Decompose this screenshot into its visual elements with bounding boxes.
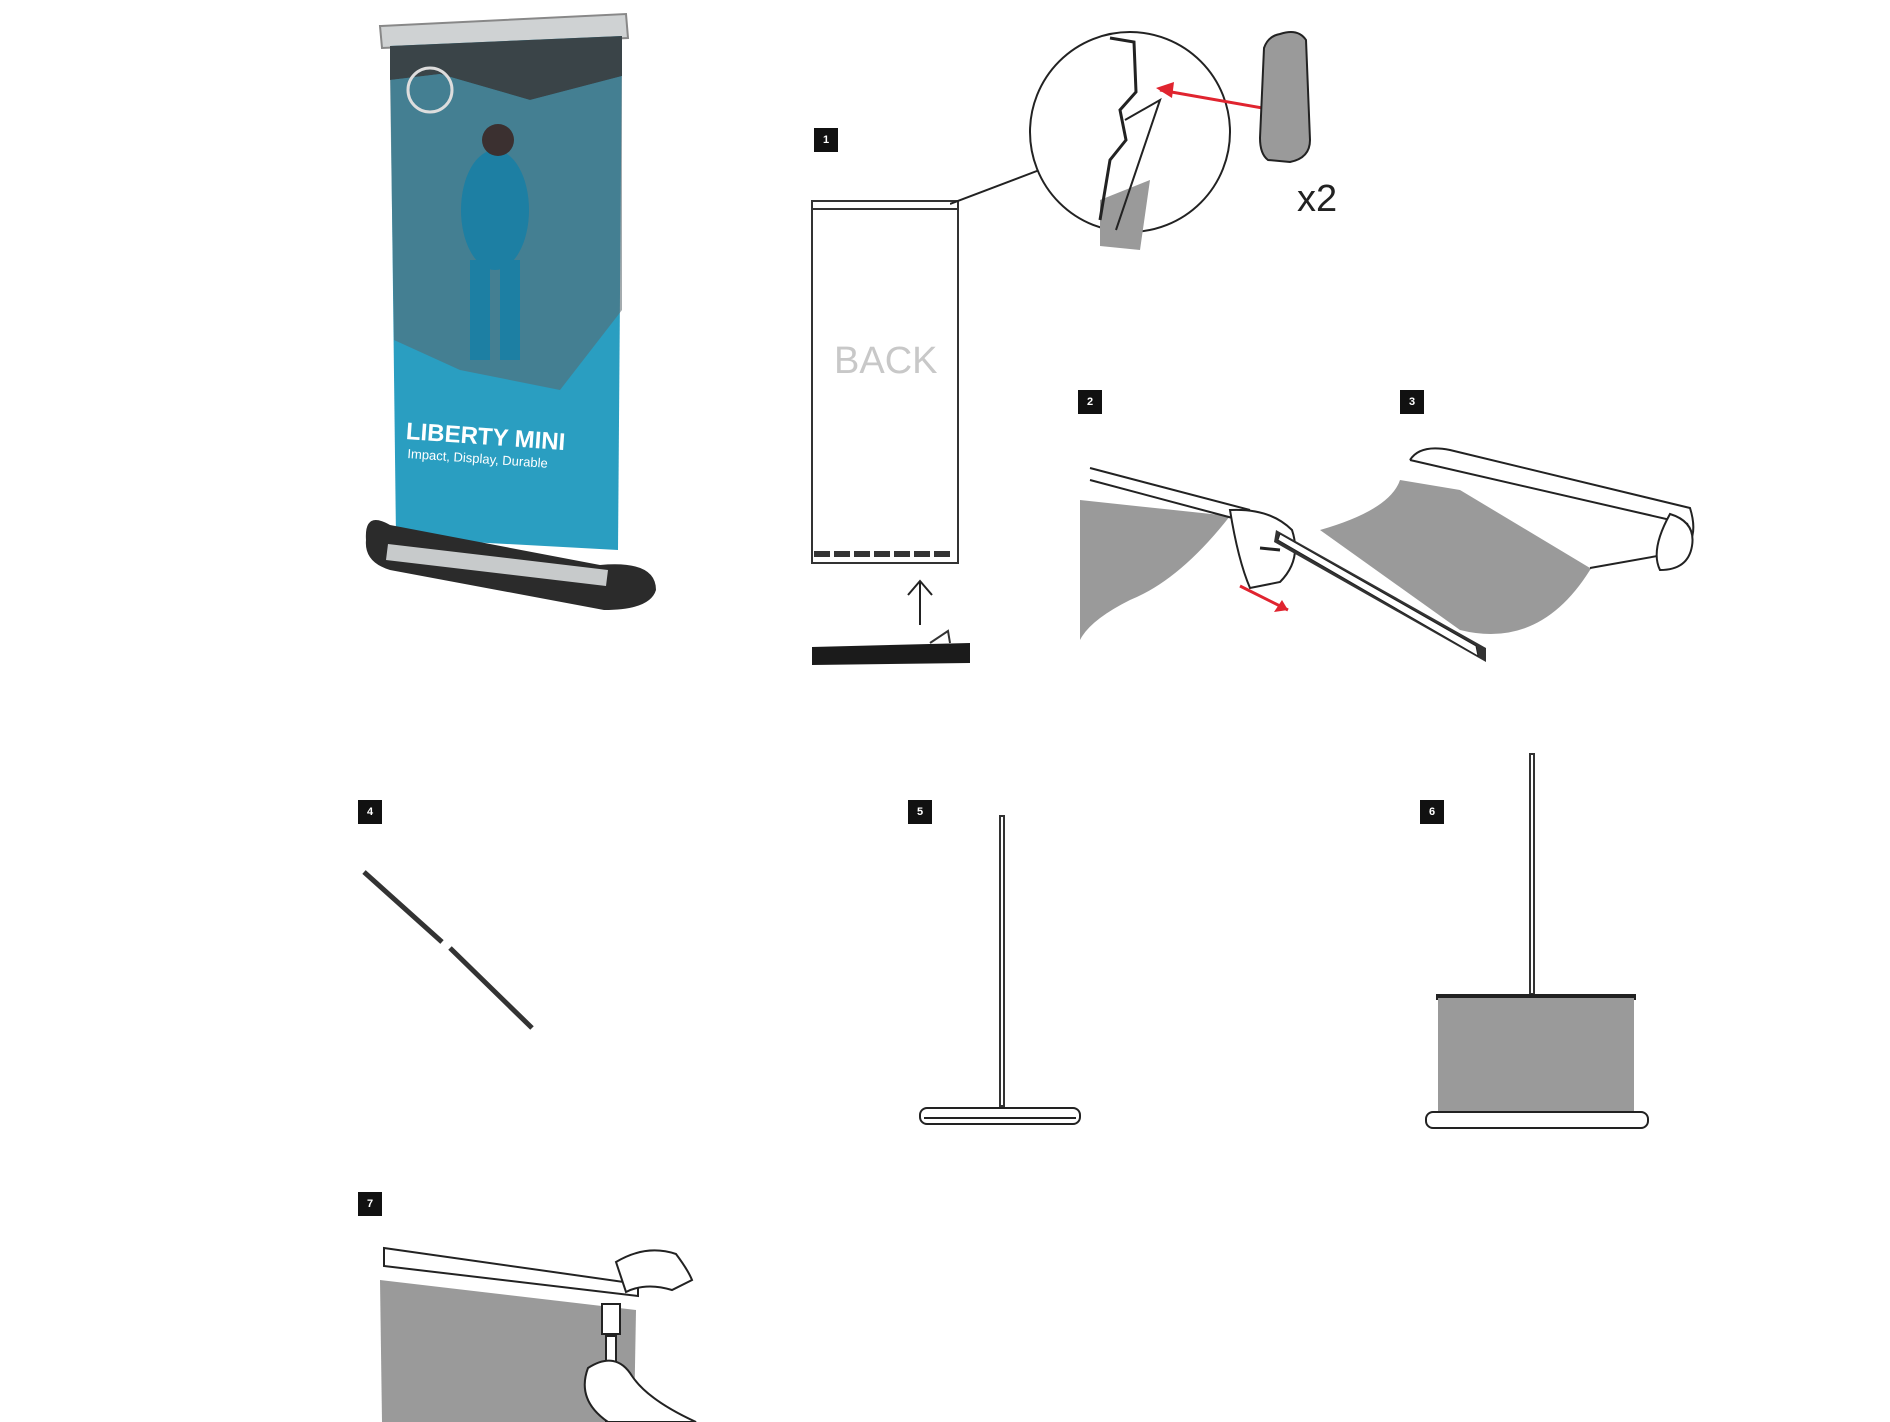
step-7-attach-top-rail <box>380 1246 697 1422</box>
step-5-pole-in-base <box>919 815 1081 1125</box>
back-label: BACK <box>834 340 938 382</box>
step-3-graphic-on-roll <box>1274 447 1695 662</box>
step-number-1: 1 <box>814 128 838 152</box>
step-6-graphic-raised <box>1425 753 1649 1129</box>
step-number-5: 5 <box>908 800 932 824</box>
step-number-3: 3 <box>1400 390 1424 414</box>
step-2-roll-end <box>1080 467 1296 640</box>
step-1-banner-back <box>811 200 970 665</box>
step-number-7: 7 <box>358 1192 382 1216</box>
step-number-4: 4 <box>358 800 382 824</box>
step-1-clip-detail <box>950 31 1312 250</box>
step-number-6: 6 <box>1420 800 1444 824</box>
product-banner-stand <box>365 12 656 610</box>
step-4-pole-sections <box>362 870 534 1030</box>
step-number-2: 2 <box>1078 390 1102 414</box>
quantity-label: x2 <box>1297 178 1338 220</box>
